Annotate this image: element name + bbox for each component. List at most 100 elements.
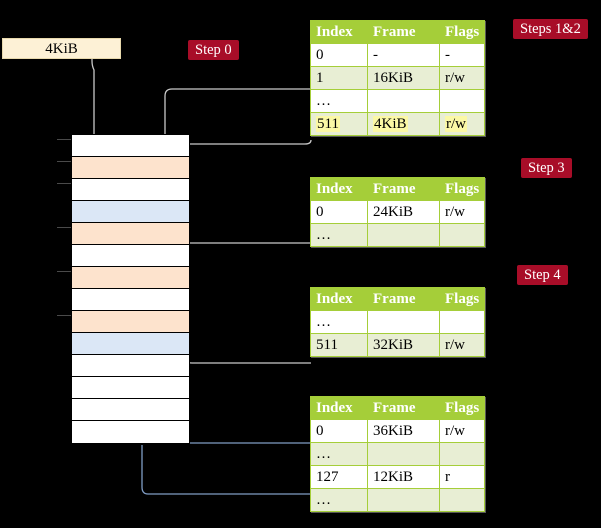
physical-memory-column [71,134,190,445]
column-header-frame: Frame [367,287,440,311]
memory-frame-row [72,267,189,289]
table-row: 0-- [310,43,486,67]
table-cell: 1 [310,66,368,90]
column-header-index: Index [310,177,368,201]
table-cell: … [310,89,368,113]
table-cell: … [310,488,368,512]
memory-tick-mark [57,183,71,184]
memory-frame-row [72,333,189,355]
column-header-frame: Frame [367,396,440,420]
table-cell [438,89,486,113]
table-cell [438,223,486,247]
table-cell: … [310,223,368,247]
badge-steps-1-and-2: Steps 1&2 [513,19,588,39]
table-cell: r/w [438,200,486,224]
table-cell: 0 [310,419,368,443]
source-address-box: 4KiB [2,38,121,59]
column-header-flags: Flags [438,177,486,201]
memory-tick-mark [57,227,71,228]
badge-step-0: Step 0 [188,40,239,60]
table-cell [367,442,440,466]
table-cell [367,223,440,247]
column-header-index: Index [310,396,368,420]
memory-frame-row [72,135,189,157]
column-header-flags: Flags [438,396,486,420]
table-cell: 0 [310,43,368,67]
column-header-frame: Frame [367,20,440,44]
table-cell: 511 [310,333,368,357]
column-header-flags: Flags [438,287,486,311]
table-cell: r/w [438,66,486,90]
table-cell: r/w [438,419,486,443]
table-cell: - [438,43,486,67]
table-cell: 4KiB [367,112,440,136]
highlighted-value: 4KiB [373,115,408,132]
table-cell: 511 [310,112,368,136]
highlighted-value: r/w [445,115,467,132]
memory-tick-mark [57,139,71,140]
table-row: … [310,442,486,466]
table-cell: r/w [438,112,486,136]
memory-tick-mark [57,271,71,272]
table-cell: r [438,465,486,489]
wire-level3-row0-to-memory [182,242,311,300]
table-cell: 24KiB [367,200,440,224]
badge-step-3: Step 3 [521,158,572,178]
table-cell: r/w [438,333,486,357]
table-cell: 36KiB [367,419,440,443]
table-cell [438,310,486,334]
table-row: … [310,488,486,512]
memory-frame-row [72,157,189,179]
table-cell: 127 [310,465,368,489]
memory-frame-row [72,399,189,421]
table-cell [438,442,486,466]
table-row: … [310,89,486,113]
table-cell [367,488,440,512]
memory-frame-row [72,201,189,223]
table-cell: … [310,310,368,334]
column-header-flags: Flags [438,20,486,44]
memory-frame-row [72,223,189,245]
table-cell: 0 [310,200,368,224]
memory-frame-row [72,355,189,377]
wire-memory-to-level4-row511 [190,139,312,145]
memory-frame-row [72,245,189,267]
column-header-index: Index [310,287,368,311]
column-header-index: Index [310,20,368,44]
table-cell [367,310,440,334]
table-cell: … [310,442,368,466]
wire-memory-to-level2-row511 [176,316,311,364]
table-row: … [310,223,486,247]
badge-step-4: Step 4 [517,265,568,285]
table-cell: 16KiB [367,66,440,90]
table-cell: - [367,43,440,67]
memory-frame-row [72,377,189,399]
table-row: … [310,310,486,334]
memory-frame-row [72,289,189,311]
table-cell: 12KiB [367,465,440,489]
memory-frame-row [72,421,189,443]
memory-frame-row [72,179,189,201]
table-cell [367,89,440,113]
table-row: 511 4KiB r/w [310,112,486,136]
table-cell: 32KiB [367,333,440,357]
memory-tick-mark [57,315,71,316]
table-cell [438,488,486,512]
column-header-frame: Frame [367,177,440,201]
memory-frame-row [72,311,189,333]
highlighted-value: 511 [316,115,340,132]
